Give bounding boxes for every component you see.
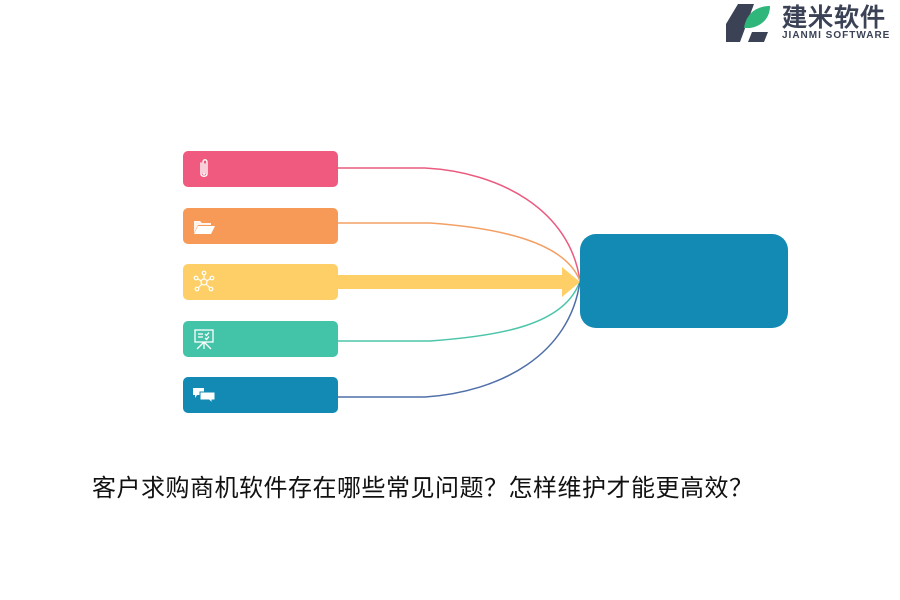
- connector-4: [338, 280, 581, 342]
- paperclip-icon: [200, 159, 208, 177]
- target-box: [580, 234, 788, 328]
- brand-name-en: JIANMI SOFTWARE: [782, 30, 891, 41]
- brand-name-cn: 建米软件: [782, 3, 887, 32]
- node-4: [183, 321, 338, 357]
- node-3: [183, 264, 338, 300]
- connector-5: [338, 280, 581, 398]
- chat-bubbles-icon: [193, 388, 216, 405]
- presentation-board-icon: [194, 329, 214, 350]
- connector-1: [338, 167, 581, 282]
- caption-title: 客户求购商机软件存在哪些常见问题？怎样维护才能更高效？: [92, 474, 754, 502]
- network-people-icon: [193, 270, 215, 292]
- brand-logo: 建米软件 JIANMI SOFTWARE: [724, 0, 900, 46]
- node-2: [183, 208, 338, 244]
- jianmi-logo-icon: [726, 4, 770, 42]
- node-5: [183, 377, 338, 413]
- connector-2: [338, 222, 581, 282]
- node-1: [183, 151, 338, 187]
- arrow-connector-3: [336, 267, 580, 297]
- folder-open-icon: [194, 221, 215, 234]
